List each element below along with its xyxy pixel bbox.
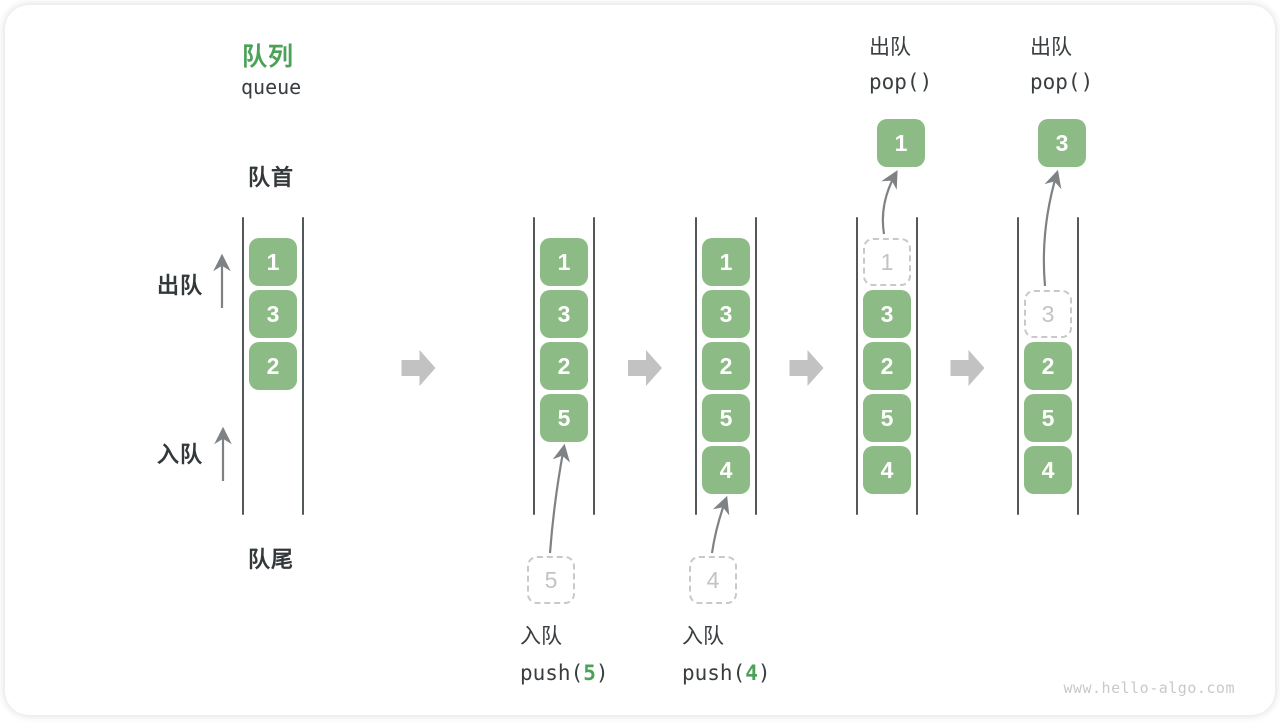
stage-transition-arrow <box>628 350 662 386</box>
queue-wall-left <box>1017 217 1019 515</box>
dequeue-action-text: 出队 <box>1030 35 1093 60</box>
enqueue-action-text: 入队 <box>520 624 609 650</box>
pop-arrow <box>1044 173 1057 286</box>
queue-wall-right <box>916 217 918 515</box>
queue-item: 5 <box>540 394 588 442</box>
outgoing-item: 3 <box>1038 119 1086 167</box>
queue-item-removed: 3 <box>1024 290 1072 338</box>
queue-wall-right <box>755 217 757 515</box>
queue-wall-left <box>533 217 535 515</box>
label-queue-front: 队首 <box>248 160 294 192</box>
queue-item: 2 <box>1024 342 1072 390</box>
incoming-item: 4 <box>689 556 737 604</box>
queue-item: 3 <box>702 290 750 338</box>
queue-item: 5 <box>1024 394 1072 442</box>
stage-transition-arrow <box>402 350 436 386</box>
enqueue-call-text: push(4) <box>682 660 771 686</box>
queue-item: 5 <box>863 394 911 442</box>
diagram-title-zh: 队列 <box>242 37 294 73</box>
queue-wall-right <box>302 217 304 515</box>
enqueue-action-text: 入队 <box>682 624 771 650</box>
queue-item-removed: 1 <box>863 238 911 286</box>
label-queue-rear: 队尾 <box>248 542 294 574</box>
push-arrow <box>712 499 726 553</box>
pop-arrow <box>883 173 896 234</box>
enqueue-arg: 4 <box>745 661 758 685</box>
queue-item: 1 <box>249 238 297 286</box>
queue-item: 2 <box>702 342 750 390</box>
queue-item: 2 <box>249 342 297 390</box>
queue-item: 1 <box>540 238 588 286</box>
dequeue-operation-label: 出队 pop() <box>869 35 932 95</box>
queue-wall-right <box>1077 217 1079 515</box>
queue-item: 3 <box>863 290 911 338</box>
dequeue-action-text: 出队 <box>869 35 932 60</box>
queue-item: 4 <box>1024 446 1072 494</box>
queue-wall-left <box>695 217 697 515</box>
dequeue-call-text: pop() <box>1030 70 1093 95</box>
label-enqueue-side: 入队 <box>157 437 203 469</box>
outgoing-item: 1 <box>877 119 925 167</box>
push-arrow <box>550 447 564 553</box>
queue-item: 4 <box>702 446 750 494</box>
queue-wall-left <box>856 217 858 515</box>
dequeue-operation-label: 出队 pop() <box>1030 35 1093 95</box>
dequeue-call-text: pop() <box>869 70 932 95</box>
incoming-item: 5 <box>527 556 575 604</box>
queue-item: 5 <box>702 394 750 442</box>
queue-item: 3 <box>249 290 297 338</box>
queue-wall-right <box>593 217 595 515</box>
watermark: www.hello-algo.com <box>1063 679 1235 697</box>
stage-transition-arrow <box>951 350 985 386</box>
queue-item: 2 <box>863 342 911 390</box>
queue-item: 3 <box>540 290 588 338</box>
stage-transition-arrow <box>790 350 824 386</box>
enqueue-call-text: push(5) <box>520 660 609 686</box>
queue-item: 4 <box>863 446 911 494</box>
diagram-title-en: queue <box>241 75 301 99</box>
enqueue-arg: 5 <box>583 661 596 685</box>
arrows-layer <box>5 5 1280 725</box>
enqueue-operation-label: 入队 push(4) <box>682 624 771 686</box>
label-dequeue-side: 出队 <box>157 268 203 300</box>
queue-item: 1 <box>702 238 750 286</box>
queue-wall-left <box>242 217 244 515</box>
enqueue-operation-label: 入队 push(5) <box>520 624 609 686</box>
queue-item: 2 <box>540 342 588 390</box>
